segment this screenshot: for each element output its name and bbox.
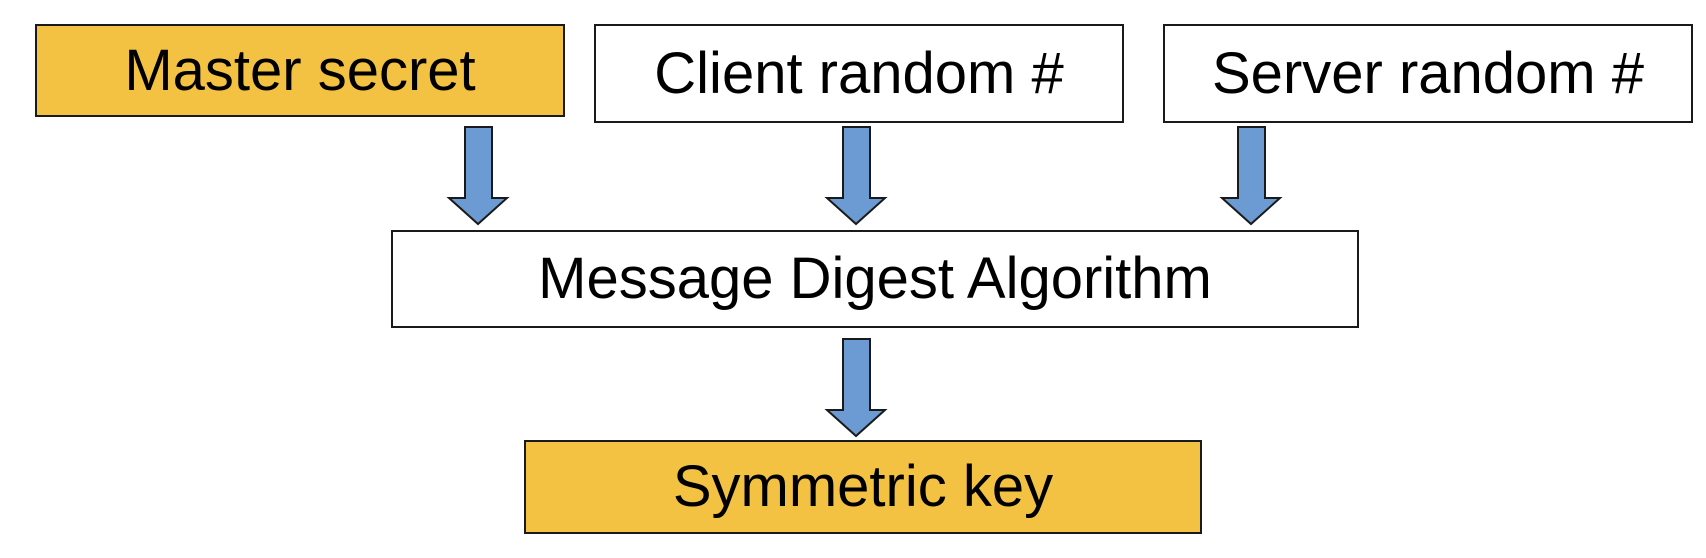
arrow-digest-to-key xyxy=(824,338,888,438)
message-digest-box: Message Digest Algorithm xyxy=(391,230,1359,328)
master-secret-label: Master secret xyxy=(124,37,476,103)
symmetric-key-label: Symmetric key xyxy=(672,454,1054,519)
message-digest-label: Message Digest Algorithm xyxy=(538,246,1212,311)
arrow-master-to-digest xyxy=(446,126,510,226)
server-random-box: Server random # xyxy=(1163,24,1693,123)
arrow-server-to-digest xyxy=(1219,126,1283,226)
master-secret-box: Master secret xyxy=(35,24,565,117)
client-random-box: Client random # xyxy=(594,24,1124,123)
symmetric-key-box: Symmetric key xyxy=(524,440,1202,534)
arrow-client-to-digest xyxy=(824,126,888,226)
server-random-label: Server random # xyxy=(1212,40,1644,106)
client-random-label: Client random # xyxy=(654,40,1064,106)
